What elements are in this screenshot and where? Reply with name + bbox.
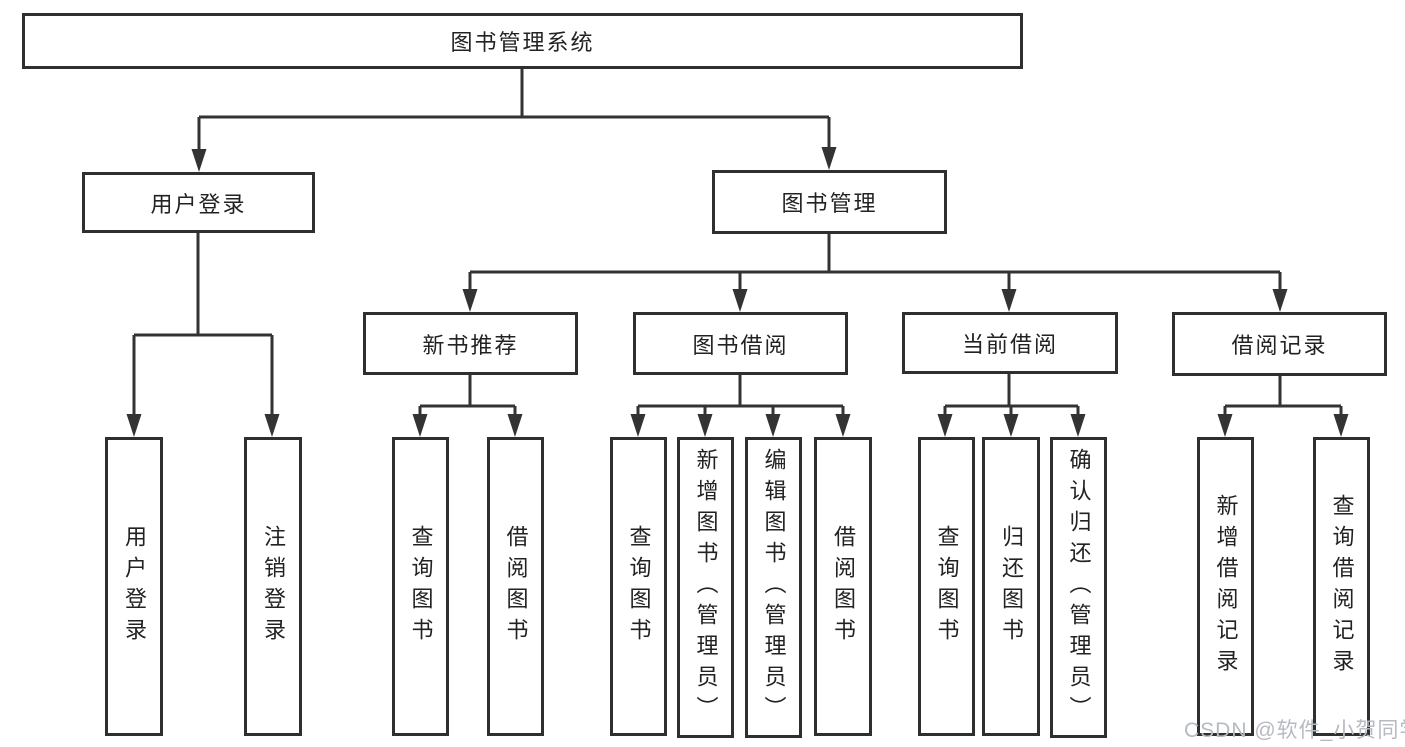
node-library-management-system: 图书管理系统 (22, 13, 1023, 69)
leaf-add-books-admin: 新增图书（管理员） (677, 437, 734, 738)
leaf-logout-login: 注销登录 (244, 437, 302, 736)
node-book-borrow: 图书借阅 (633, 312, 848, 375)
leaf-label: 查询借阅记录 (1329, 493, 1355, 680)
leaf-return-books: 归还图书 (982, 437, 1040, 736)
node-current-borrow: 当前借阅 (902, 312, 1118, 374)
leaf-label: 查询图书 (626, 524, 652, 649)
leaf-borrow-books-recommend: 借阅图书 (487, 437, 544, 736)
leaf-add-borrow-record: 新增借阅记录 (1197, 437, 1254, 736)
node-label: 借阅记录 (1231, 333, 1328, 358)
leaf-query-borrow-record: 查询借阅记录 (1313, 437, 1370, 736)
leaf-confirm-return-admin: 确认归还（管理员） (1050, 437, 1107, 738)
leaf-borrow-books-2: 借阅图书 (814, 437, 872, 736)
node-borrow-records: 借阅记录 (1172, 312, 1387, 376)
leaf-label: 用户登录 (122, 524, 147, 649)
leaf-query-books-borrow: 查询图书 (610, 437, 667, 736)
leaf-query-books-current: 查询图书 (918, 437, 975, 736)
leaf-label: 归还图书 (999, 524, 1024, 649)
leaf-label: 借阅图书 (503, 524, 529, 649)
node-label: 新书推荐 (422, 332, 519, 358)
node-user-login: 用户登录 (82, 172, 315, 233)
node-label: 当前借阅 (961, 332, 1058, 357)
leaf-user-login: 用户登录 (105, 437, 163, 736)
leaf-edit-books-admin: 编辑图书（管理员） (745, 437, 802, 738)
leaf-query-books-recommend: 查询图书 (392, 437, 449, 736)
node-label: 图书借阅 (692, 332, 789, 358)
node-label: 图书管理系统 (450, 30, 595, 55)
watermark: CSDN @软件_小贺同学 (1184, 719, 1405, 742)
leaf-label: 查询图书 (408, 524, 434, 649)
leaf-label: 确认归还（管理员） (1066, 448, 1092, 727)
node-label: 用户登录 (150, 191, 247, 217)
leaf-label: 编辑图书（管理员） (761, 448, 787, 727)
node-book-management: 图书管理 (712, 170, 947, 234)
arrowhead-group (126, 147, 1349, 437)
node-label: 图书管理 (781, 191, 878, 216)
leaf-label: 新增图书（管理员） (693, 448, 719, 727)
leaf-label: 查询图书 (934, 524, 960, 649)
node-new-book-recommend: 新书推荐 (363, 312, 578, 375)
leaf-label: 注销登录 (261, 524, 286, 649)
leaf-label: 新增借阅记录 (1213, 493, 1239, 680)
leaf-label: 借阅图书 (831, 524, 856, 649)
